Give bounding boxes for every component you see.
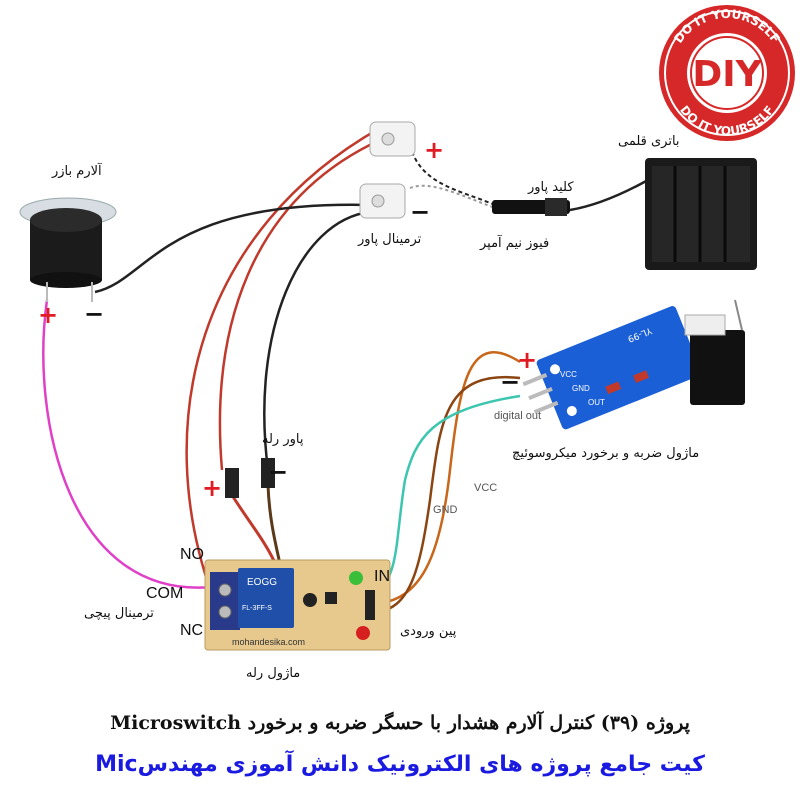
label-battery: باتری قلمی [618,134,680,149]
sign-plus-terminal: + [424,136,445,164]
diy-badge: DIY DO IT YOURSELF DO IT YOURSELF [659,5,795,141]
label-power-terminal: ترمینال پاور [358,232,422,247]
wire-black-relay-to-terminal [263,210,371,471]
microswitch [684,299,745,405]
sign-plus-sensor: + [517,346,538,374]
label-gnd: GND [433,504,458,516]
label-in: IN [374,568,390,585]
label-relay-power: پاور رله [262,432,304,447]
label-buzzer: آلارم بازر [52,164,102,179]
sensor-pin-vcc: VCC [560,370,577,379]
fuse-holder [492,198,570,216]
battery-holder [645,158,757,270]
wire-red-relay-to-terminal [218,138,381,471]
wire-red-com-to-terminal [185,126,381,596]
pcb-text: mohandesika.com [232,637,305,647]
label-vcc: VCC [474,482,498,494]
wire-black-battery [569,178,649,212]
sign-minus-buzzer: − [84,300,105,328]
sign-plus-relay: + [202,474,223,502]
label-com: COM [146,585,184,602]
relay-sub-text: FL-3FF-S [242,605,272,612]
sensor-pin-out: OUT [588,398,605,407]
label-power-switch: کلید پاور [528,180,574,195]
power-terminal-bottom [359,183,406,219]
relay-module: EOGG FL-3FF-S mohandesika.com [204,559,391,651]
label-nc: NC [180,622,204,639]
relay-body-text: EOGG [247,577,277,588]
buzzer [19,197,117,302]
label-digital-out: digital out [494,410,542,422]
sign-minus-terminal: − [410,198,431,226]
wire-orange-vcc [374,351,521,606]
wire-black-buzzer-to-terminal [94,203,371,294]
label-relay-module: ماژول رله [246,666,301,681]
wire-twisted [409,144,496,206]
sign-minus-relay: − [268,458,289,486]
power-terminal-top [369,121,416,157]
label-input-pins: پین ورودی [400,624,457,639]
sensor-pin-gnd: GND [572,384,590,393]
relay-power-connector-black [261,458,275,488]
sign-minus-sensor: − [500,368,521,396]
wire-brown-gnd [374,375,521,614]
label-screw-terminal: ترمینال پیچی [84,606,154,621]
badge-center: DIY [692,54,762,95]
sign-plus-buzzer: + [38,301,59,329]
relay-power-connector-red [225,468,239,498]
label-sensor-module: ماژول ضربه و برخورد میکروسوئیچ [512,446,700,461]
wire-pink-buzzer-to-com [42,299,213,589]
wire-twisted-2 [409,184,496,209]
label-no: NO [180,546,204,563]
microswitch-sensor-module: YL-99 [522,306,702,430]
title-line-2: کیت جامع پروژه های الکترونیک دانش آموزی … [95,752,705,777]
title-line-1: پروژه (۳۹) کنترل آلارم هشدار با حسگر ضرب… [110,712,690,734]
label-fuse: فیوز نیم آمپر [480,236,550,251]
